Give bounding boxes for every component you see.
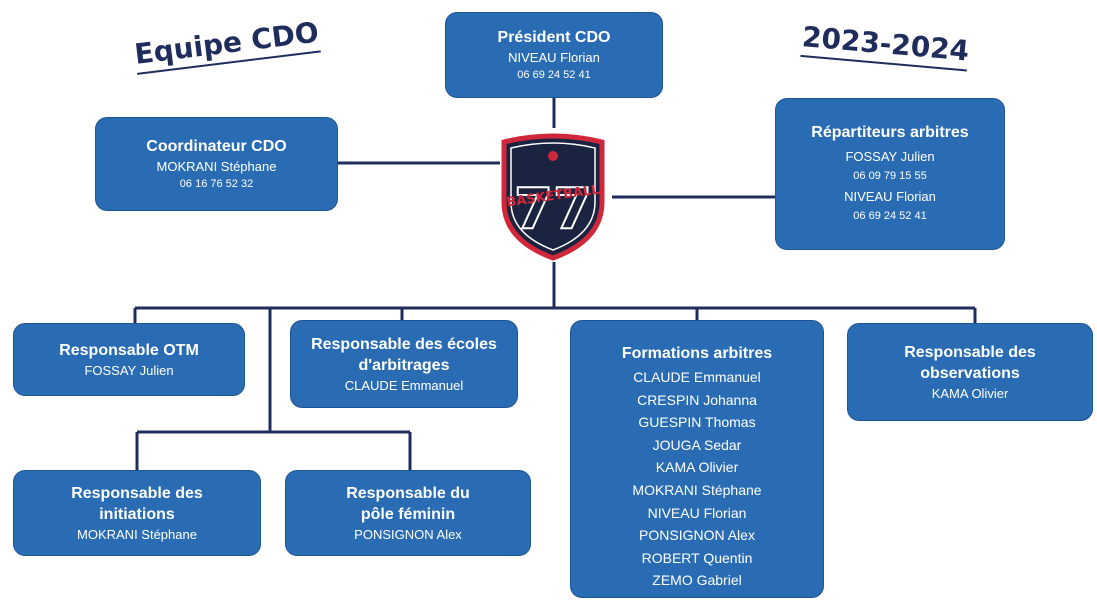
coordinator-phone: 06 16 76 52 32: [179, 178, 254, 190]
observations-title-1: Responsable des: [904, 343, 1036, 361]
trainer-name: KAMA Olivier: [655, 459, 739, 476]
dispatcher-phone-2: 06 69 24 52 41: [853, 209, 927, 222]
coordinator-name: MOKRANI Stéphane: [156, 159, 277, 174]
logo-ball-icon: [548, 151, 558, 161]
president-phone: 06 69 24 52 41: [517, 69, 591, 81]
referee-training-title: Formations arbitres: [621, 345, 773, 362]
president-title: Président CDO: [497, 29, 611, 46]
dispatcher-name-2: NIVEAU Florian: [844, 188, 936, 204]
president-box: Président CDO NIVEAU Florian 06 69 24 52…: [445, 12, 663, 98]
initiations-title-2: initiations: [99, 505, 175, 523]
women-division-box: Responsable du pôle féminin PONSIGNON Al…: [285, 470, 531, 556]
women-division-title-1: Responsable du: [346, 484, 470, 502]
referee-dispatchers-title: Répartiteurs arbitres: [811, 123, 969, 141]
basketball-77-logo: 77 BASKETBALL: [501, 133, 605, 261]
observations-name: KAMA Olivier: [931, 385, 1009, 401]
observations-title-2: observations: [920, 364, 1020, 382]
president-name: NIVEAU Florian: [508, 50, 600, 65]
otm-name: FOSSAY Julien: [84, 362, 174, 378]
referee-training-box: Formations arbitres CLAUDE Emmanuel CRES…: [570, 320, 824, 598]
refereeing-schools-title-2: d'arbitrages: [358, 356, 450, 374]
referee-dispatchers-box: Répartiteurs arbitres FOSSAY Julien 06 0…: [775, 98, 1005, 250]
logo-number: 77: [514, 177, 592, 242]
dispatcher-name-1: FOSSAY Julien: [845, 148, 935, 164]
trainer-name: ROBERT Quentin: [641, 549, 753, 566]
logo-shield-inner: [510, 142, 596, 251]
trainer-name: NIVEAU Florian: [647, 504, 747, 521]
trainer-name: GUESPIN Thomas: [638, 414, 756, 431]
trainer-name: CLAUDE Emmanuel: [633, 369, 761, 385]
otm-box: Responsable OTM FOSSAY Julien: [13, 323, 245, 396]
women-division-name: PONSIGNON Alex: [354, 526, 462, 542]
initiations-name: MOKRANI Stéphane: [77, 526, 197, 542]
refereeing-schools-name: CLAUDE Emmanuel: [344, 377, 464, 393]
women-division-title-2: pôle féminin: [360, 505, 456, 523]
coordinator-box: Coordinateur CDO MOKRANI Stéphane 06 16 …: [95, 117, 338, 211]
trainer-name: ZEMO Gabriel: [652, 572, 742, 589]
coordinator-title: Coordinateur CDO: [146, 138, 287, 155]
initiations-box: Responsable des initiations MOKRANI Stép…: [13, 470, 261, 556]
trainer-name: PONSIGNON Alex: [639, 527, 755, 544]
otm-title: Responsable OTM: [59, 341, 199, 359]
trainer-name: MOKRANI Stéphane: [632, 481, 762, 498]
refereeing-schools-box: Responsable des écoles d'arbitrages CLAU…: [290, 320, 518, 408]
refereeing-schools-title-1: Responsable des écoles: [311, 335, 497, 353]
trainer-name: CRESPIN Johanna: [637, 391, 757, 408]
initiations-title-1: Responsable des: [71, 484, 203, 502]
trainer-name: JOUGA Sedar: [652, 436, 742, 453]
dispatcher-phone-1: 06 09 79 15 55: [853, 169, 927, 182]
observations-box: Responsable des observations KAMA Olivie…: [847, 323, 1093, 421]
